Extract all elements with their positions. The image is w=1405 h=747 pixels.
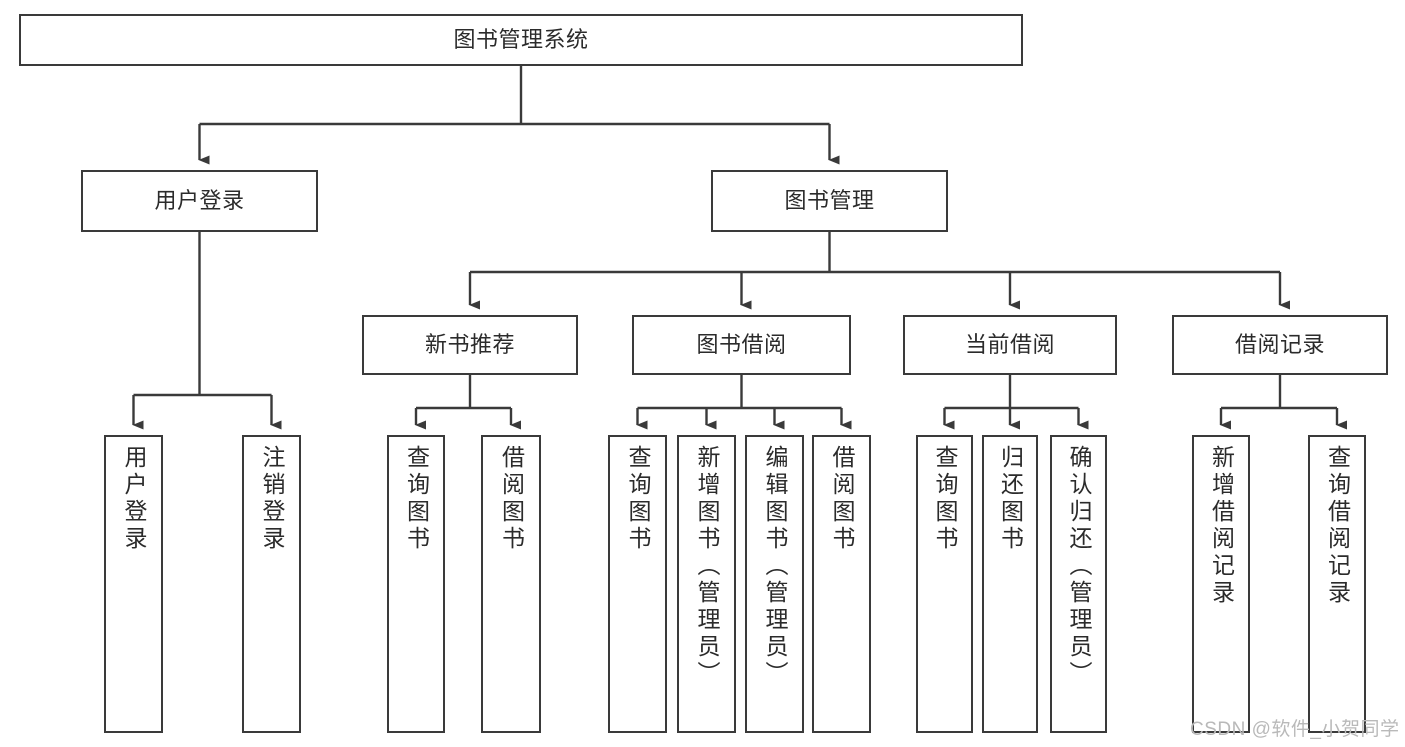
node-leaf-add-record[interactable]: 新增借阅记录 bbox=[1192, 435, 1250, 733]
node-label: 借阅图书 bbox=[498, 445, 525, 553]
node-leaf-user-login[interactable]: 用户登录 bbox=[104, 435, 163, 733]
node-label: 注销登录 bbox=[259, 445, 285, 553]
node-book-borrow[interactable]: 图书借阅 bbox=[632, 315, 851, 375]
node-label: 用户登录 bbox=[121, 445, 147, 553]
node-label: 查询借阅记录 bbox=[1324, 445, 1351, 607]
node-label: 新书推荐 bbox=[424, 331, 515, 357]
node-label: 归还图书 bbox=[997, 445, 1024, 553]
node-leaf-query-book-2[interactable]: 查询图书 bbox=[608, 435, 667, 733]
node-label: 用户登录 bbox=[154, 187, 245, 213]
node-label: 图书借阅 bbox=[696, 331, 787, 357]
node-label: 图书管理系统 bbox=[453, 26, 589, 52]
node-label: 查询图书 bbox=[932, 445, 958, 553]
node-leaf-edit-book[interactable]: 编辑图书（管理员） bbox=[745, 435, 804, 733]
node-label: 借阅记录 bbox=[1234, 331, 1325, 357]
node-label: 借阅图书 bbox=[829, 445, 855, 553]
node-leaf-confirm-return[interactable]: 确认归还（管理员） bbox=[1050, 435, 1107, 733]
node-borrow-record[interactable]: 借阅记录 bbox=[1172, 315, 1388, 375]
node-label: 当前借阅 bbox=[964, 331, 1055, 357]
node-leaf-user-logout[interactable]: 注销登录 bbox=[242, 435, 301, 733]
node-label: 查询图书 bbox=[625, 445, 651, 553]
node-user-login[interactable]: 用户登录 bbox=[81, 170, 318, 232]
node-current-borrow[interactable]: 当前借阅 bbox=[903, 315, 1117, 375]
node-leaf-return-book[interactable]: 归还图书 bbox=[982, 435, 1038, 733]
node-label: 新增图书（管理员） bbox=[694, 445, 720, 688]
node-label: 确认归还（管理员） bbox=[1066, 445, 1092, 688]
node-label: 新增借阅记录 bbox=[1208, 445, 1235, 607]
node-leaf-borrow-book-2[interactable]: 借阅图书 bbox=[812, 435, 871, 733]
node-new-book-rec[interactable]: 新书推荐 bbox=[362, 315, 578, 375]
node-root[interactable]: 图书管理系统 bbox=[19, 14, 1023, 66]
node-label: 编辑图书（管理员） bbox=[762, 445, 788, 688]
node-leaf-query-record[interactable]: 查询借阅记录 bbox=[1308, 435, 1366, 733]
node-leaf-add-book[interactable]: 新增图书（管理员） bbox=[677, 435, 736, 733]
node-label: 查询图书 bbox=[403, 445, 430, 553]
node-book-manage[interactable]: 图书管理 bbox=[711, 170, 948, 232]
node-leaf-query-book-3[interactable]: 查询图书 bbox=[916, 435, 973, 733]
node-leaf-query-book-1[interactable]: 查询图书 bbox=[387, 435, 445, 733]
node-label: 图书管理 bbox=[784, 187, 875, 213]
node-leaf-borrow-book-1[interactable]: 借阅图书 bbox=[481, 435, 541, 733]
